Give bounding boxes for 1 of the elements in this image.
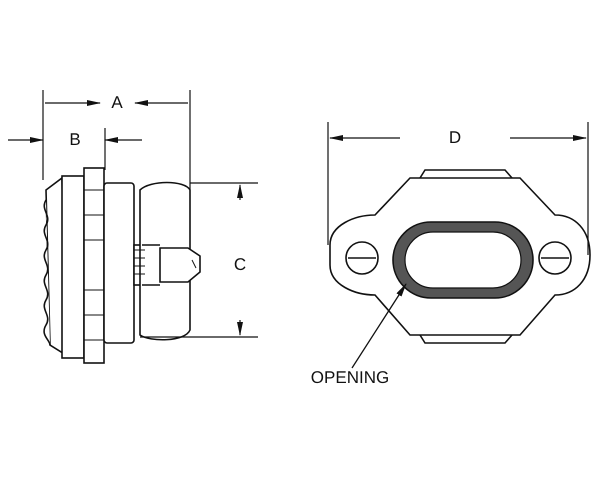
leader-line <box>351 283 407 368</box>
